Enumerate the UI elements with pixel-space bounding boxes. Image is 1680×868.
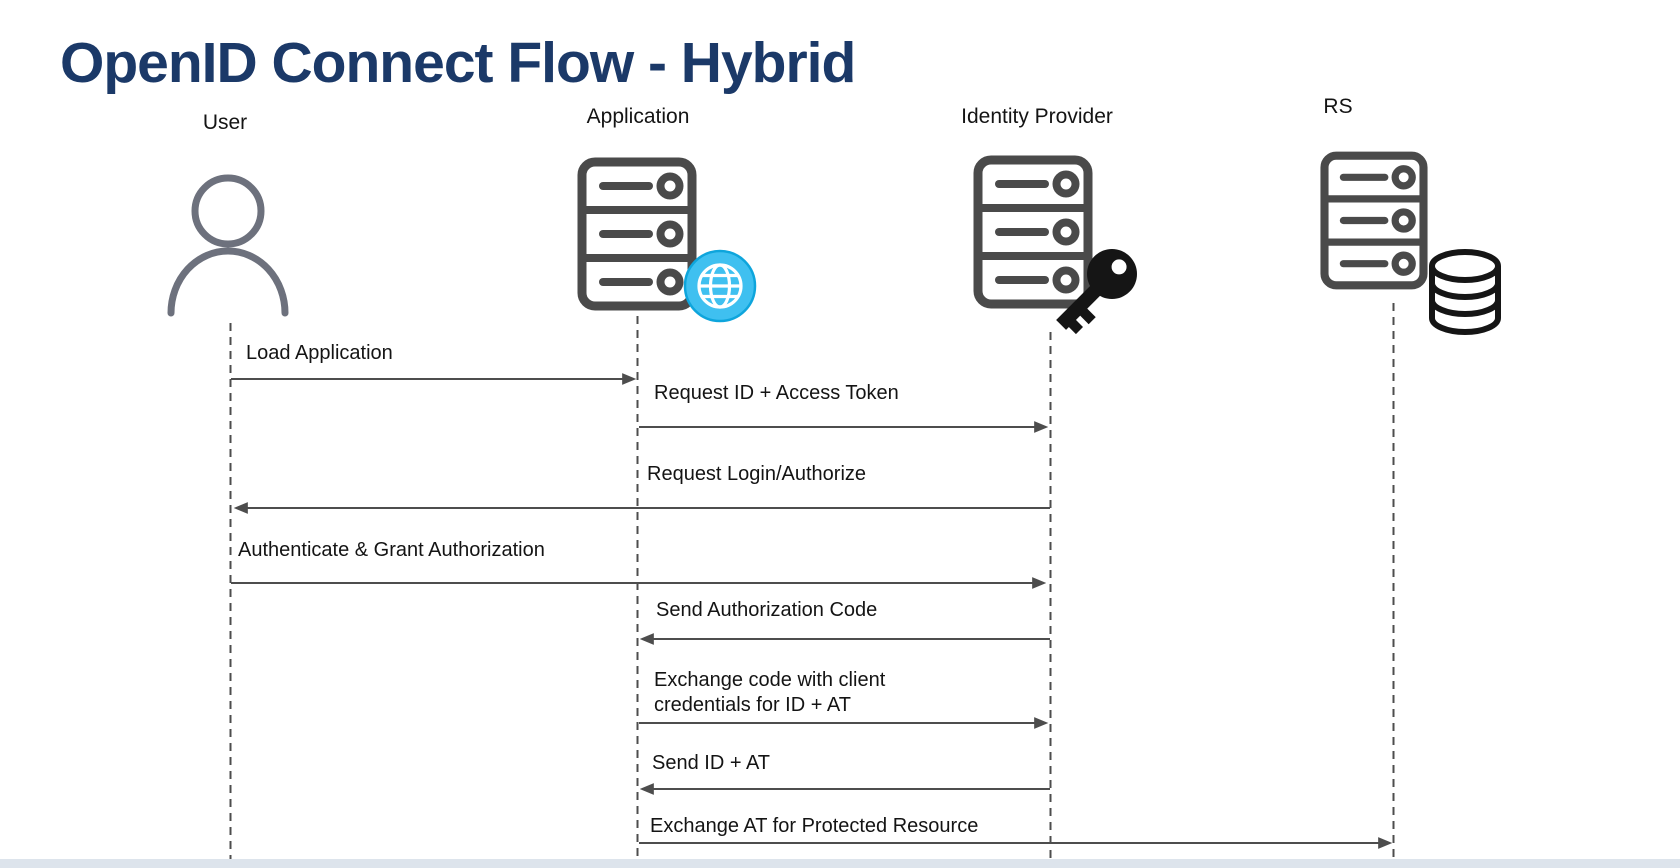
actor-label-user: User: [202, 111, 248, 134]
bottom-edge-strip: [0, 859, 1680, 868]
message-label-send-auth-code: Send Authorization Code: [656, 599, 878, 621]
actor-label-identity-provider: Identity Provider: [961, 105, 1113, 128]
message-label-send-id-at: Send ID + AT: [652, 752, 771, 774]
message-label-request-login: Request Login/Authorize: [647, 463, 867, 485]
person-icon: [167, 174, 289, 317]
message-label-load-application: Load Application: [246, 342, 393, 364]
message-label-exchange-code: Exchange code with client credentials fo…: [654, 669, 886, 716]
server-icon-rs: [1325, 156, 1424, 286]
database-icon: [1429, 249, 1501, 335]
message-label-authenticate-grant: Authenticate & Grant Authorization: [238, 539, 545, 561]
server-icon-identity-provider: [978, 160, 1088, 304]
page-title: OpenID Connect Flow - Hybrid: [60, 31, 856, 95]
message-label-exchange-at-resource: Exchange AT for Protected Resource: [650, 815, 979, 837]
server-icon-application: [582, 162, 692, 306]
message-label-request-id-at: Request ID + Access Token: [654, 382, 899, 404]
globe-icon: [683, 249, 757, 323]
key-icon: [1056, 249, 1137, 335]
actor-label-application: Application: [586, 105, 690, 128]
actor-label-rs: RS: [1323, 95, 1353, 118]
